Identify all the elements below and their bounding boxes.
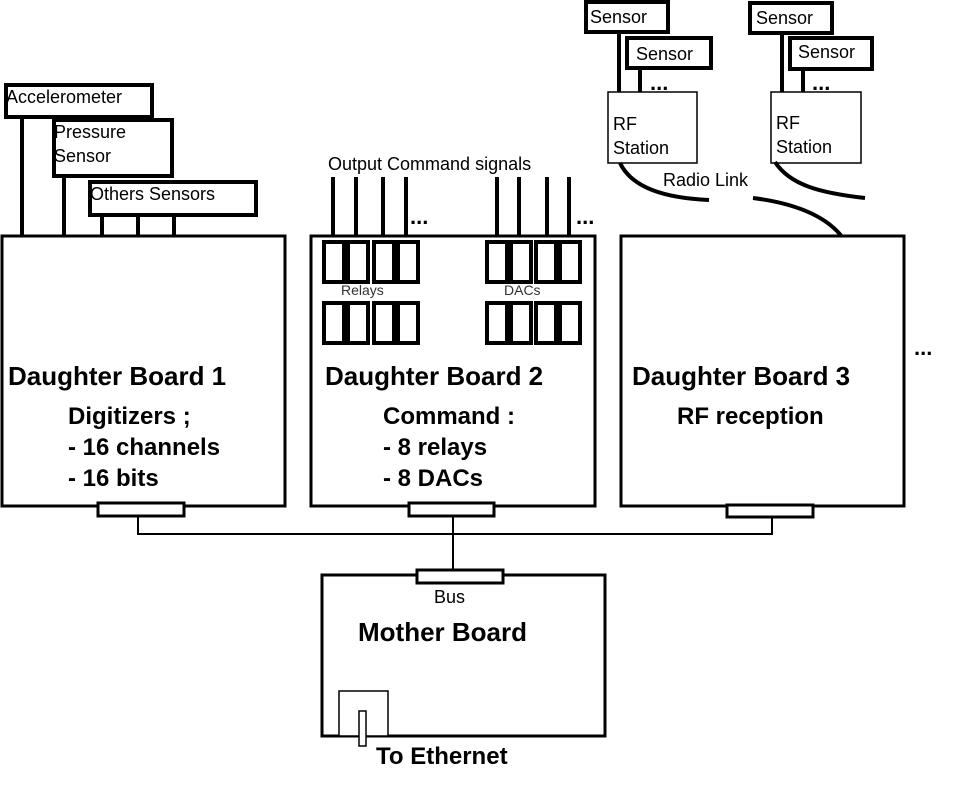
relays-ellipsis: ...	[410, 204, 428, 229]
rf2-sensor-2	[788, 36, 874, 71]
db1-line-1: Digitizers ;	[68, 403, 191, 430]
to-ethernet-label: To Ethernet	[376, 743, 508, 770]
output-wires	[331, 177, 571, 244]
bus-label: Bus	[434, 587, 465, 607]
daughter-board-1: Daughter Board 1 Digitizers ; - 16 chann…	[0, 234, 287, 518]
rf-station-1	[607, 91, 698, 164]
mother-board: Bus Mother Board To Ethernet	[320, 568, 607, 770]
db3-line-1: RF reception	[677, 403, 824, 430]
db1-title: Daughter Board 1	[8, 361, 226, 391]
dac-blocks	[485, 240, 582, 345]
relay-blocks	[322, 240, 420, 345]
pressure-sensor: Pressure Sensor	[52, 118, 174, 178]
others-sensors-label: Others Sensors	[90, 184, 215, 204]
db2-line-2: - 8 relays	[383, 434, 487, 461]
rf2-sensor-1-label: Sensor	[756, 8, 813, 28]
rf1-sensor-1-label: Sensor	[590, 7, 647, 27]
bus-wiring	[137, 516, 773, 572]
db1-bus-connector	[96, 501, 186, 518]
radio-link-label: Radio Link	[663, 170, 749, 190]
rf2-sensor-2-label: Sensor	[798, 42, 855, 62]
radio-link-curves	[618, 160, 866, 240]
rf1-label-line2: Station	[613, 138, 669, 158]
daughter-board-3: Daughter Board 3 RF reception	[619, 234, 906, 519]
db2-title: Daughter Board 2	[325, 361, 543, 391]
dacs-label: DACs	[504, 282, 541, 298]
rf1-sensor-2-label: Sensor	[636, 44, 693, 64]
rf1-ellipsis: ...	[650, 70, 668, 95]
accelerometer-label: Accelerometer	[6, 87, 122, 107]
daughter-board-2: Relays DACs Daughter Board 2 Command : -…	[309, 234, 597, 518]
others-sensors: Others Sensors	[88, 180, 258, 217]
rf1-sensor-1	[584, 0, 670, 34]
rf2-label-line2: Station	[776, 137, 832, 157]
db2-line-1: Command :	[383, 403, 515, 430]
db1-line-3: - 16 bits	[68, 465, 159, 492]
rf-station-2-group: Sensor Sensor ... RF Station	[748, 1, 874, 164]
mother-board-bus-connector	[415, 568, 505, 585]
dacs-ellipsis: ...	[576, 204, 594, 229]
output-command-signals-label: Output Command signals	[328, 154, 531, 174]
relays-label: Relays	[341, 282, 384, 298]
db2-line-3: - 8 DACs	[383, 465, 483, 492]
rf2-ellipsis: ...	[812, 70, 830, 95]
more-boards-ellipsis: ...	[914, 335, 932, 360]
rf-station-2	[770, 91, 862, 164]
ethernet-connector	[358, 710, 367, 747]
db1-line-2: - 16 channels	[68, 434, 220, 461]
mother-board-title: Mother Board	[358, 617, 527, 647]
db3-bus-connector	[725, 503, 815, 519]
rf-station-1-group: Sensor Sensor ... RF Station	[584, 0, 713, 164]
pressure-label-line2: Sensor	[54, 146, 111, 166]
accelerometer-sensor: Accelerometer	[4, 83, 154, 119]
rf1-label-line1: RF	[613, 114, 637, 134]
pressure-label-line1: Pressure	[54, 122, 126, 142]
db3-title: Daughter Board 3	[632, 361, 850, 391]
db2-bus-connector	[407, 501, 496, 518]
rf2-label-line1: RF	[776, 113, 800, 133]
rf1-sensor-2	[625, 36, 713, 70]
sensor-wires-db1	[20, 117, 176, 238]
rf2-sensor-1	[748, 1, 834, 35]
